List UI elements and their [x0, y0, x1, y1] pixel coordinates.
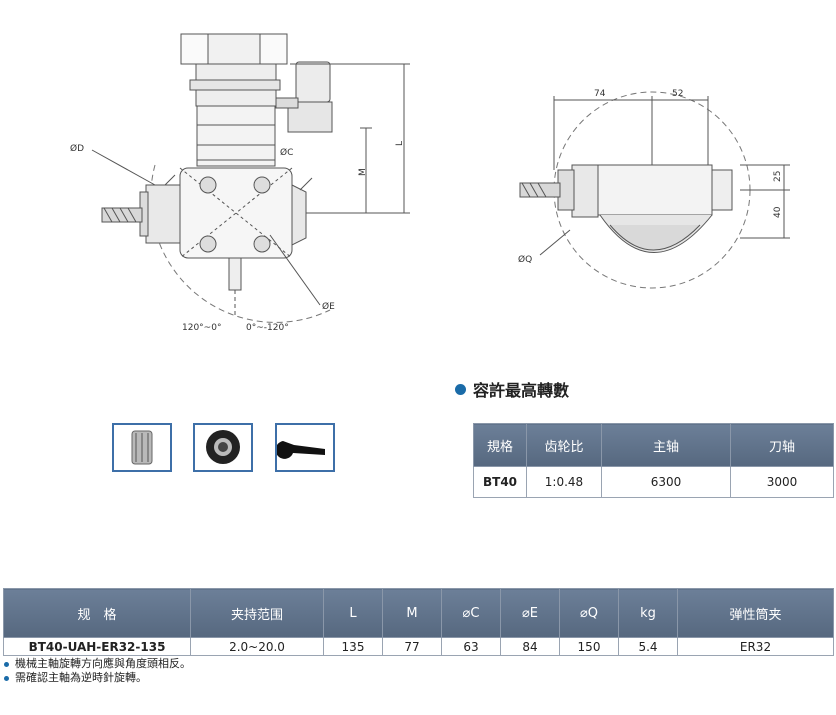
technical-drawing: ØD ØC ØE L M 120°~0° 0°~-120° 74 52 25 4… — [70, 33, 790, 333]
speed-title-text: 容許最高轉數 — [473, 381, 570, 400]
note-item: 機械主軸旋轉方向應與角度頭相反。 — [4, 657, 191, 671]
bullet-icon — [4, 675, 9, 681]
notes: 機械主軸旋轉方向應與角度頭相反。 需確認主軸為逆時針旋轉。 — [4, 657, 191, 685]
bullet-icon — [455, 383, 466, 395]
spec-cell: 84 — [500, 637, 560, 656]
speed-header-cell: 主轴 — [601, 423, 731, 467]
right-view — [519, 91, 790, 289]
label-oe: ØE — [322, 301, 335, 312]
collet-accessory — [112, 423, 172, 472]
spec-header-cell: 弹性筒夹 — [677, 588, 834, 638]
speed-header-cell: 規格 — [473, 423, 527, 467]
speed-section-title: 容許最高轉數 — [455, 377, 569, 401]
spec-cell: 63 — [441, 637, 501, 656]
left-view — [91, 33, 410, 323]
spec-cell: BT40-UAH-ER32-135 — [3, 637, 191, 656]
note-text: 需確認主軸為逆時針旋轉。 — [15, 671, 147, 684]
speed-cell: 1:0.48 — [526, 466, 602, 498]
label-oq: ØQ — [518, 254, 532, 265]
spec-header-cell: 夹持范围 — [190, 588, 324, 638]
label-angle-right: 0°~-120° — [246, 323, 289, 333]
speed-header-cell: 刀轴 — [730, 423, 834, 467]
spec-header-cell: L — [323, 588, 383, 638]
spec-cell: 77 — [382, 637, 442, 656]
speed-table: 規格 齿轮比 主轴 刀轴 BT40 1:0.48 6300 3000 — [473, 423, 834, 498]
wrench-icon — [275, 441, 325, 459]
note-item: 需確認主軸為逆時針旋轉。 — [4, 671, 191, 685]
spec-header-cell: ⌀C — [441, 588, 501, 638]
spec-cell: 2.0~20.0 — [190, 637, 324, 656]
label-od: ØD — [70, 143, 84, 154]
spec-header-cell: ⌀E — [500, 588, 560, 638]
collet-icon — [131, 430, 153, 465]
speed-cell: 3000 — [730, 466, 834, 498]
label-m: M — [358, 168, 368, 176]
label-l: L — [395, 141, 405, 146]
label-25: 25 — [773, 171, 783, 182]
spec-row: BT40-UAH-ER32-135 2.0~20.0 135 77 63 84 … — [3, 637, 834, 656]
speed-header-row: 規格 齿轮比 主轴 刀轴 — [473, 423, 834, 467]
spec-cell: 5.4 — [618, 637, 678, 656]
label-oc: ØC — [280, 147, 293, 158]
spec-header-row: 规 格 夹持范围 L M ⌀C ⌀E ⌀Q kg 弹性筒夹 — [3, 588, 834, 638]
wrench-accessory — [275, 423, 335, 472]
label-52: 52 — [672, 89, 683, 99]
spec-cell: ER32 — [677, 637, 834, 656]
spec-header-cell: M — [382, 588, 442, 638]
spec-cell: 135 — [323, 637, 383, 656]
spec-header-cell: 规 格 — [3, 588, 191, 638]
label-angle-left: 120°~0° — [182, 323, 221, 333]
speed-row: BT40 1:0.48 6300 3000 — [473, 466, 834, 498]
spec-header-cell: kg — [618, 588, 678, 638]
spec-cell: 150 — [559, 637, 619, 656]
speed-cell: 6300 — [601, 466, 731, 498]
nut-accessory — [193, 423, 253, 472]
note-text: 機械主軸旋轉方向應與角度頭相反。 — [15, 657, 191, 670]
speed-header-cell: 齿轮比 — [526, 423, 602, 467]
label-40: 40 — [773, 206, 783, 218]
spec-header-cell: ⌀Q — [559, 588, 619, 638]
speed-cell: BT40 — [473, 466, 527, 498]
label-74: 74 — [594, 89, 606, 99]
nut-icon — [206, 430, 240, 464]
bullet-icon — [4, 661, 9, 667]
spec-table: 规 格 夹持范围 L M ⌀C ⌀E ⌀Q kg 弹性筒夹 BT40-UAH-E… — [3, 588, 834, 656]
